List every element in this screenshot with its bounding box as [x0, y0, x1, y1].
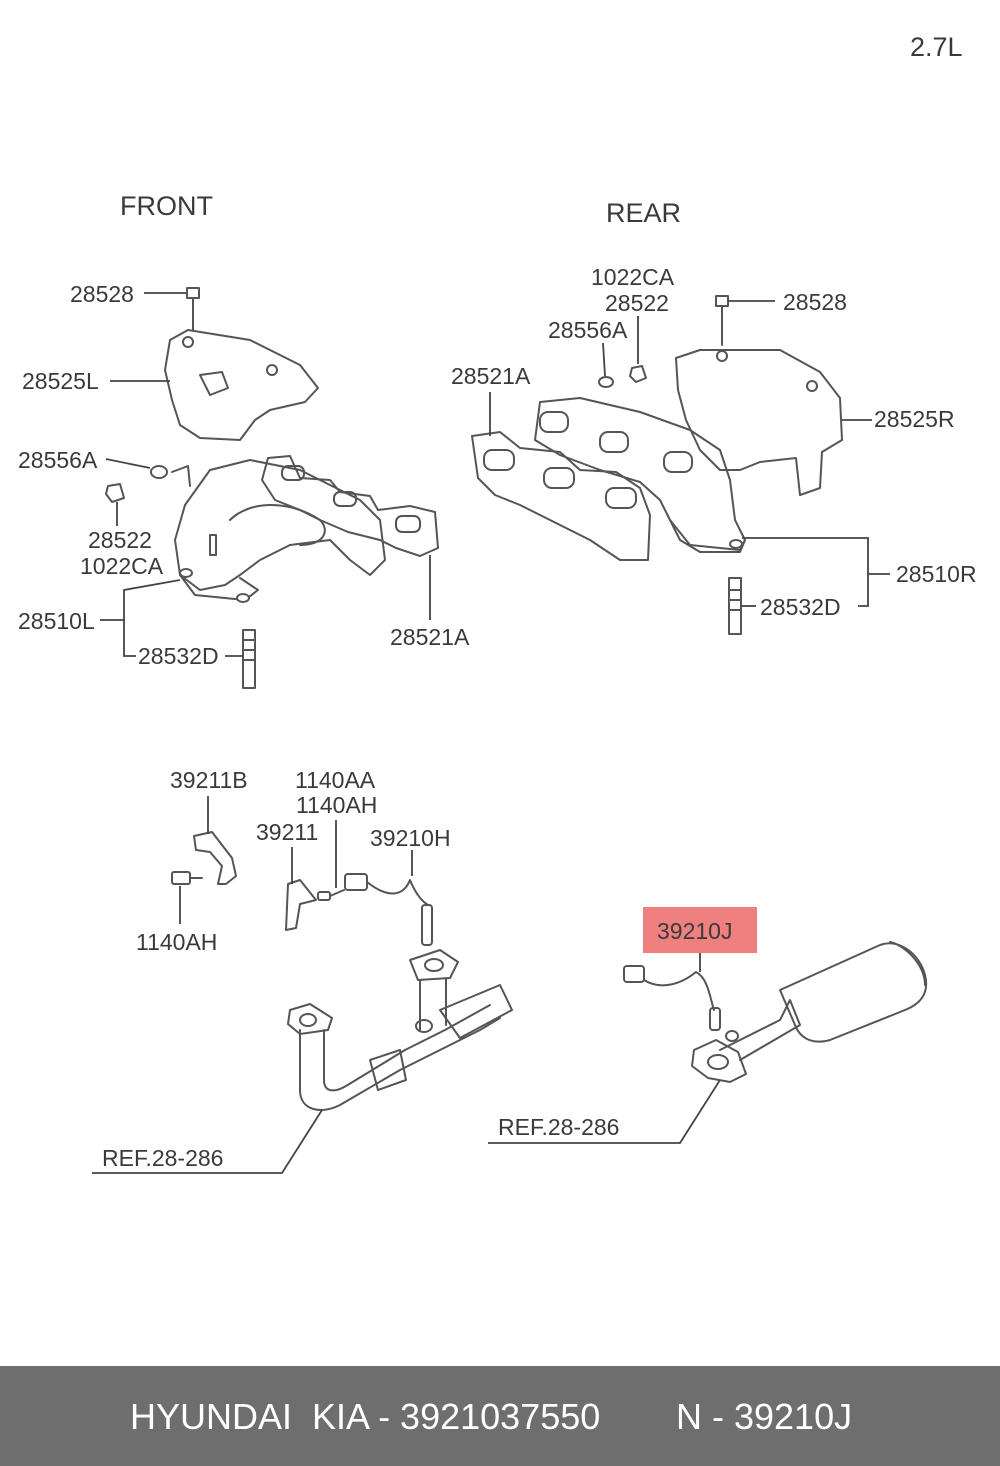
oxygen-sensor-39210H [344, 873, 433, 946]
rear-leaders [489, 300, 890, 607]
rear-sensor-leaders [488, 950, 721, 1144]
front-gasket-28521A [261, 455, 439, 557]
rear-manifold-28510R [534, 397, 746, 553]
label-39210H: 39210H [370, 825, 451, 851]
front-sensor-leaders [92, 796, 413, 1174]
front-label-28528: 28528 [70, 281, 134, 307]
bolt-1140AH-left [171, 871, 203, 885]
parts-diagram: 2.7L FRONT REAR [18, 32, 977, 1174]
front-label-28532D: 28532D [138, 643, 219, 669]
rear-sensor-assembly [623, 941, 928, 1083]
front-stud-28532D [242, 629, 256, 689]
rear-label-28521A: 28521A [451, 363, 531, 389]
rear-label-28525R: 28525R [874, 406, 955, 432]
label-39210J: 39210J [657, 918, 732, 944]
rear-bolt-28528 [715, 295, 729, 346]
front-label-28510L: 28510L [18, 608, 95, 634]
front-washer-28556A [150, 465, 168, 479]
front-manifold-28510L [174, 459, 386, 591]
highlight-box-39210J [643, 907, 757, 953]
front-manifold-assembly [105, 287, 439, 689]
rear-section-title: REAR [606, 198, 681, 228]
label-1140AH-top: 1140AH [296, 792, 377, 818]
front-label-28525L: 28525L [22, 368, 99, 394]
label-1140AH-bottom: 1140AH [136, 929, 217, 955]
bolt-1140AA [317, 889, 345, 901]
rear-label-28522: 28522 [605, 290, 669, 316]
flange-right [691, 1039, 747, 1083]
front-nut-28522 [105, 483, 125, 503]
label-1140AA: 1140AA [295, 767, 376, 793]
front-section-title: FRONT [120, 191, 213, 221]
muffler [779, 942, 928, 1043]
front-leaders [100, 292, 431, 657]
bracket-39211B [193, 831, 237, 885]
label-ref-right: REF.28-286 [498, 1114, 619, 1140]
engine-label: 2.7L [910, 32, 963, 62]
label-39211: 39211 [256, 819, 318, 845]
front-heat-shield-28525L [164, 329, 319, 441]
footer-brand-part-number: HYUNDAI KIA - 3921037550 [130, 1396, 601, 1437]
front-label-28521A: 28521A [390, 624, 470, 650]
rear-label-28556A: 28556A [548, 317, 628, 343]
rear-label-28510R: 28510R [896, 561, 977, 587]
exhaust-pipe-left [299, 1017, 501, 1111]
bracket-39211 [285, 879, 317, 931]
oxygen-sensor-39210J [623, 965, 739, 1042]
front-bolt-28528 [186, 287, 200, 331]
rear-label-28532D: 28532D [760, 594, 841, 620]
footer-part-code: N - 39210J [676, 1396, 853, 1437]
front-label-28556A: 28556A [18, 447, 98, 473]
rear-washer-28556A [598, 376, 614, 388]
front-label-1022CA: 1022CA [80, 553, 164, 579]
label-ref-left: REF.28-286 [102, 1145, 223, 1171]
rear-label-28528: 28528 [783, 289, 847, 315]
front-label-28522: 28522 [88, 527, 152, 553]
label-39211B: 39211B [170, 767, 248, 793]
rear-manifold-assembly [471, 295, 843, 635]
footer-bar: HYUNDAI KIA - 3921037550 N - 39210J [0, 1366, 1000, 1466]
rear-nut-28522 [629, 365, 647, 383]
rear-label-1022CA: 1022CA [591, 264, 675, 290]
rear-gasket-28521A [471, 431, 651, 561]
rear-heat-shield-28525R [675, 349, 843, 496]
rear-stud-28532D [728, 577, 742, 635]
front-sensor-assembly [171, 831, 513, 1111]
